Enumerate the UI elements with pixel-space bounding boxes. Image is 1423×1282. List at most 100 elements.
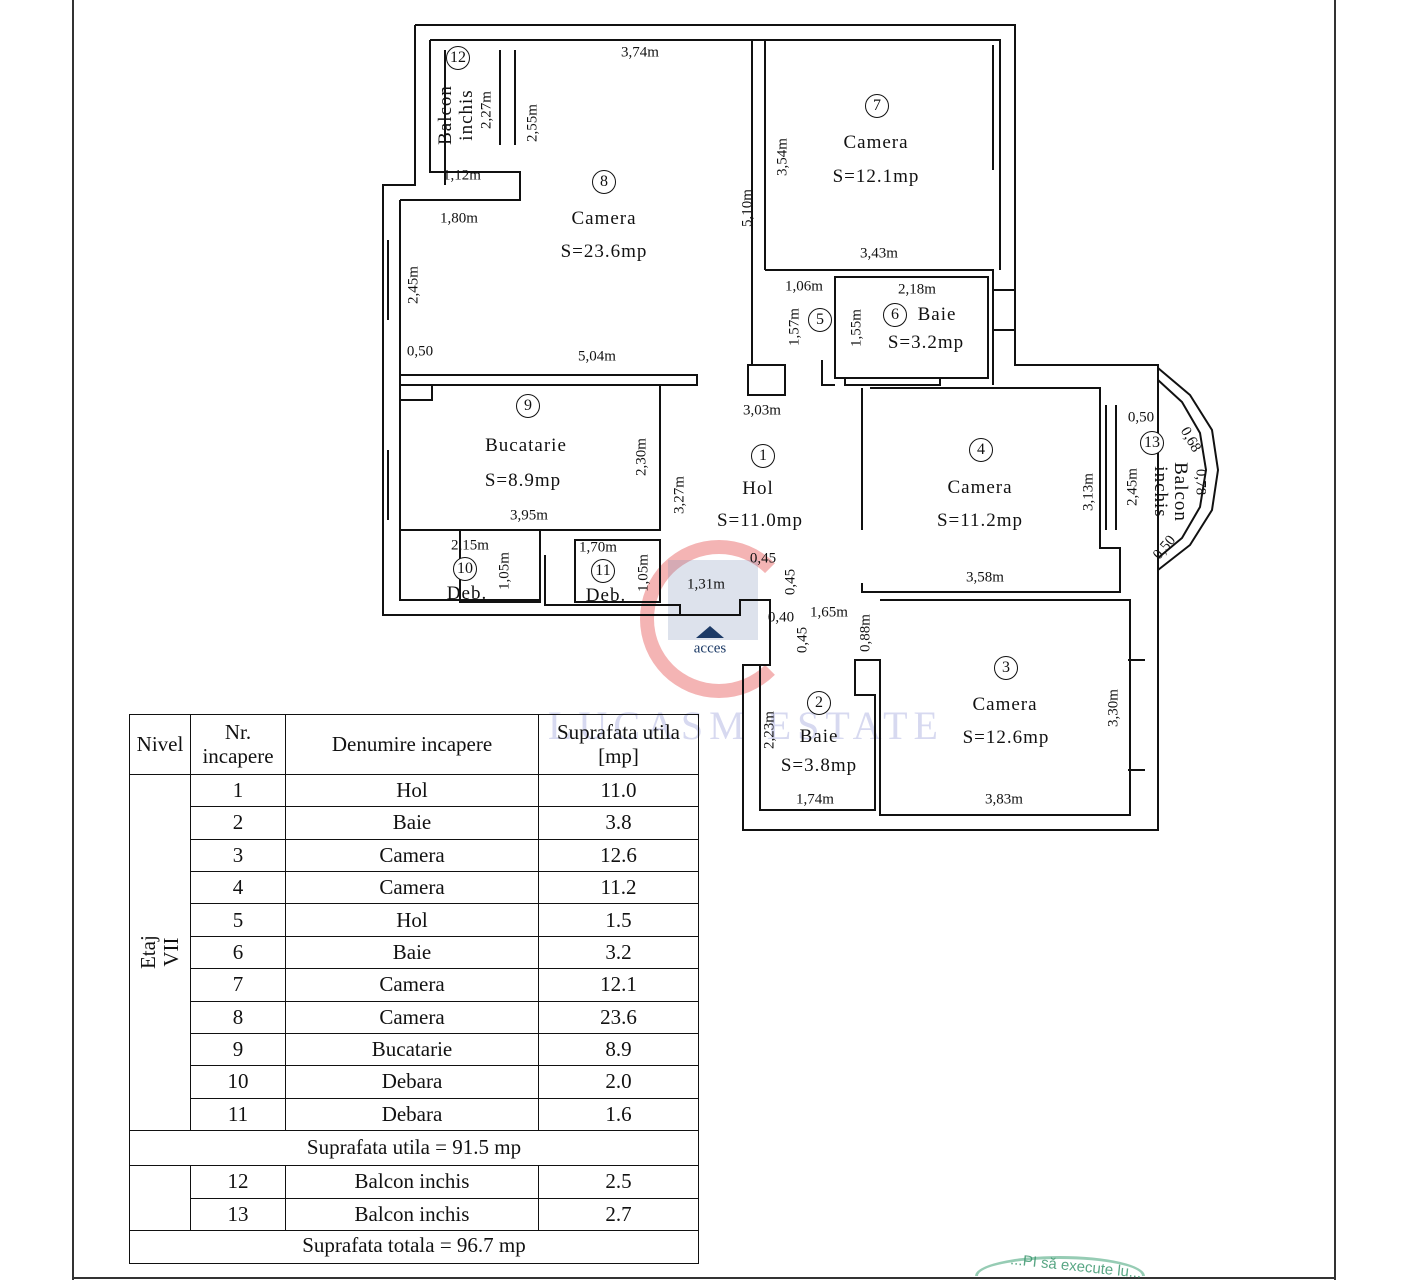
dimension-label: 5,10m	[739, 189, 756, 227]
room-6-area: S=3.2mp	[887, 332, 965, 353]
table-cell-nr: 6	[191, 936, 286, 970]
table-cell-name: Hol	[286, 904, 539, 937]
table-cell-nr: 13	[191, 1198, 286, 1231]
header-useful-area: Suprafata utila [mp]	[539, 715, 698, 775]
table-cell-nr: 1	[191, 775, 286, 808]
header-room-name: Denumire incapere	[286, 715, 539, 775]
dimension-label: 5,04m	[578, 348, 616, 365]
dimension-label: 0,45	[794, 626, 811, 654]
table-cell-name: Camera	[286, 1001, 539, 1034]
room-12-name: Balcon	[435, 85, 456, 145]
room-8-name: Camera	[571, 208, 637, 229]
dimension-label: 0,88m	[857, 614, 874, 652]
level-cell: Etaj VII	[130, 775, 191, 1131]
outer-wall	[382, 24, 1159, 831]
table-cell-nr: 5	[191, 904, 286, 937]
header-level: Nivel	[130, 715, 191, 775]
table-cell-name: Debara	[286, 1098, 539, 1131]
dimension-label: 2,55m	[524, 104, 541, 142]
table-cell-nr: 10	[191, 1066, 286, 1099]
room-number-6: 6	[883, 303, 907, 327]
room-number-7: 7	[865, 94, 889, 118]
dimension-label: 0,50	[1127, 409, 1155, 426]
dimension-label: 2,27m	[478, 91, 495, 129]
grand-total-row: Suprafata totala = 96.7 mp	[302, 1232, 526, 1257]
table-cell-nr: 9	[191, 1033, 286, 1067]
dimension-label: 3,58m	[966, 569, 1004, 586]
dimension-label: 1,31m	[687, 576, 725, 593]
dimension-label: 0,50	[406, 343, 434, 360]
entrance-arrow-icon	[696, 626, 724, 638]
room-2-area: S=3.8mp	[780, 755, 858, 776]
room-11-name: Deb.	[585, 585, 627, 606]
dimension-label: 1,65m	[810, 604, 848, 621]
table-cell-name: Balcon inchis	[286, 1198, 539, 1231]
table-cell-name: Bucatarie	[286, 1033, 539, 1067]
header-useful-area-label: Suprafata utila	[556, 720, 681, 745]
table-cell-nr: 12	[191, 1166, 286, 1199]
level-label: Etaj VII	[135, 935, 183, 970]
table-cell-nr: 3	[191, 839, 286, 873]
table-cell-nr: 4	[191, 872, 286, 905]
room-6-name: Baie	[917, 304, 957, 325]
room-3-area: S=12.6mp	[962, 727, 1050, 748]
room-number-1: 1	[751, 444, 775, 468]
dimension-label: 3,83m	[985, 791, 1023, 808]
table-cell-area: 3.2	[539, 937, 698, 970]
dimension-label: 1,74m	[796, 791, 834, 808]
table-cell-name: Baie	[286, 936, 539, 970]
room-number-11: 11	[591, 559, 615, 583]
room-number-3: 3	[994, 656, 1018, 680]
balcony-level-cell	[130, 1166, 191, 1231]
table-cell-name: Hol	[286, 775, 539, 808]
dimension-label: 0,78	[1192, 468, 1209, 496]
table-cell-name: Camera	[286, 872, 539, 905]
room-number-13: 13	[1140, 431, 1164, 455]
dimension-label: 1,05m	[635, 554, 652, 592]
entrance-label: acces	[693, 640, 727, 657]
useful-total-row: Suprafata utila = 91.5 mp	[130, 1131, 698, 1166]
table-cell-name: Camera	[286, 839, 539, 873]
table-cell-name: Baie	[286, 807, 539, 840]
dimension-label: 3,13m	[1080, 473, 1097, 511]
dimension-label: 1,80m	[440, 210, 478, 227]
bay-window-inner	[1157, 377, 1208, 561]
table-cell-nr: 2	[191, 807, 286, 840]
outer-wall-inner	[430, 39, 1001, 270]
room-7-name: Camera	[843, 132, 909, 153]
table-cell-area: 2.0	[539, 1066, 698, 1099]
room-2-name: Baie	[799, 726, 839, 747]
table-cell-area: 1.6	[539, 1099, 698, 1131]
table-cell-area: 2.5	[539, 1166, 698, 1199]
table-cell-nr: 11	[191, 1098, 286, 1131]
dimension-label: 1,70m	[579, 539, 617, 556]
dimension-label: 1,05m	[496, 552, 513, 590]
room-3-name: Camera	[972, 694, 1038, 715]
room-12-name-2: inchis	[456, 89, 477, 141]
room-8-area: S=23.6mp	[560, 241, 648, 262]
room-9-name: Bucatarie	[485, 435, 567, 456]
dimension-label: 2,45m	[1124, 468, 1141, 506]
dimension-label: 0,45	[782, 568, 799, 596]
room-1-name: Hol	[742, 478, 774, 499]
table-cell-name: Debara	[286, 1066, 539, 1099]
table-cell-name: Balcon inchis	[286, 1166, 539, 1199]
table-cell-area: 12.6	[539, 840, 698, 873]
room-number-10: 10	[453, 557, 477, 581]
table-cell-area: 11.2	[539, 872, 698, 905]
dimension-label: 3,74m	[621, 44, 659, 61]
dimension-label: 1,12m	[443, 167, 481, 184]
table-cell-area: 2.7	[539, 1199, 698, 1231]
dimension-label: 3,30m	[1105, 689, 1122, 727]
room-1-area: S=11.0mp	[716, 510, 804, 531]
bay-window	[1157, 365, 1220, 573]
room-number-12: 12	[446, 46, 470, 70]
room-number-2: 2	[807, 691, 831, 715]
dimension-label: 0,45	[749, 550, 777, 567]
page-border-left	[72, 0, 74, 1280]
dimension-label: 1,57m	[786, 308, 803, 346]
table-cell-nr: 7	[191, 969, 286, 1002]
room-4-area: S=11.2mp	[936, 510, 1024, 531]
dimension-label: 2,18m	[898, 281, 936, 298]
